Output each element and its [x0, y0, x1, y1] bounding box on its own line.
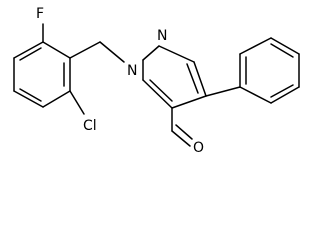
c-cl-bond — [69, 90, 85, 115]
oxygen-label: O — [193, 140, 204, 156]
carbonyl-double-bond — [175, 124, 193, 140]
fluorine-label: F — [36, 6, 44, 22]
phenyl-ring — [239, 37, 300, 104]
benzyl-ring — [13, 41, 71, 108]
molecule-structure: F Cl N N O — [13, 6, 300, 156]
chlorine-label: Cl — [83, 118, 97, 134]
nitrogen-2-label: N — [157, 28, 167, 44]
ch2-n-bond — [99, 41, 125, 63]
nitrogen-1-label: N — [127, 63, 137, 79]
pyrazole-ring — [142, 45, 207, 109]
pyrazole-phenyl-bond — [205, 86, 241, 97]
carbonyl-bond — [171, 130, 191, 147]
ring-ch2-bond — [69, 41, 101, 59]
